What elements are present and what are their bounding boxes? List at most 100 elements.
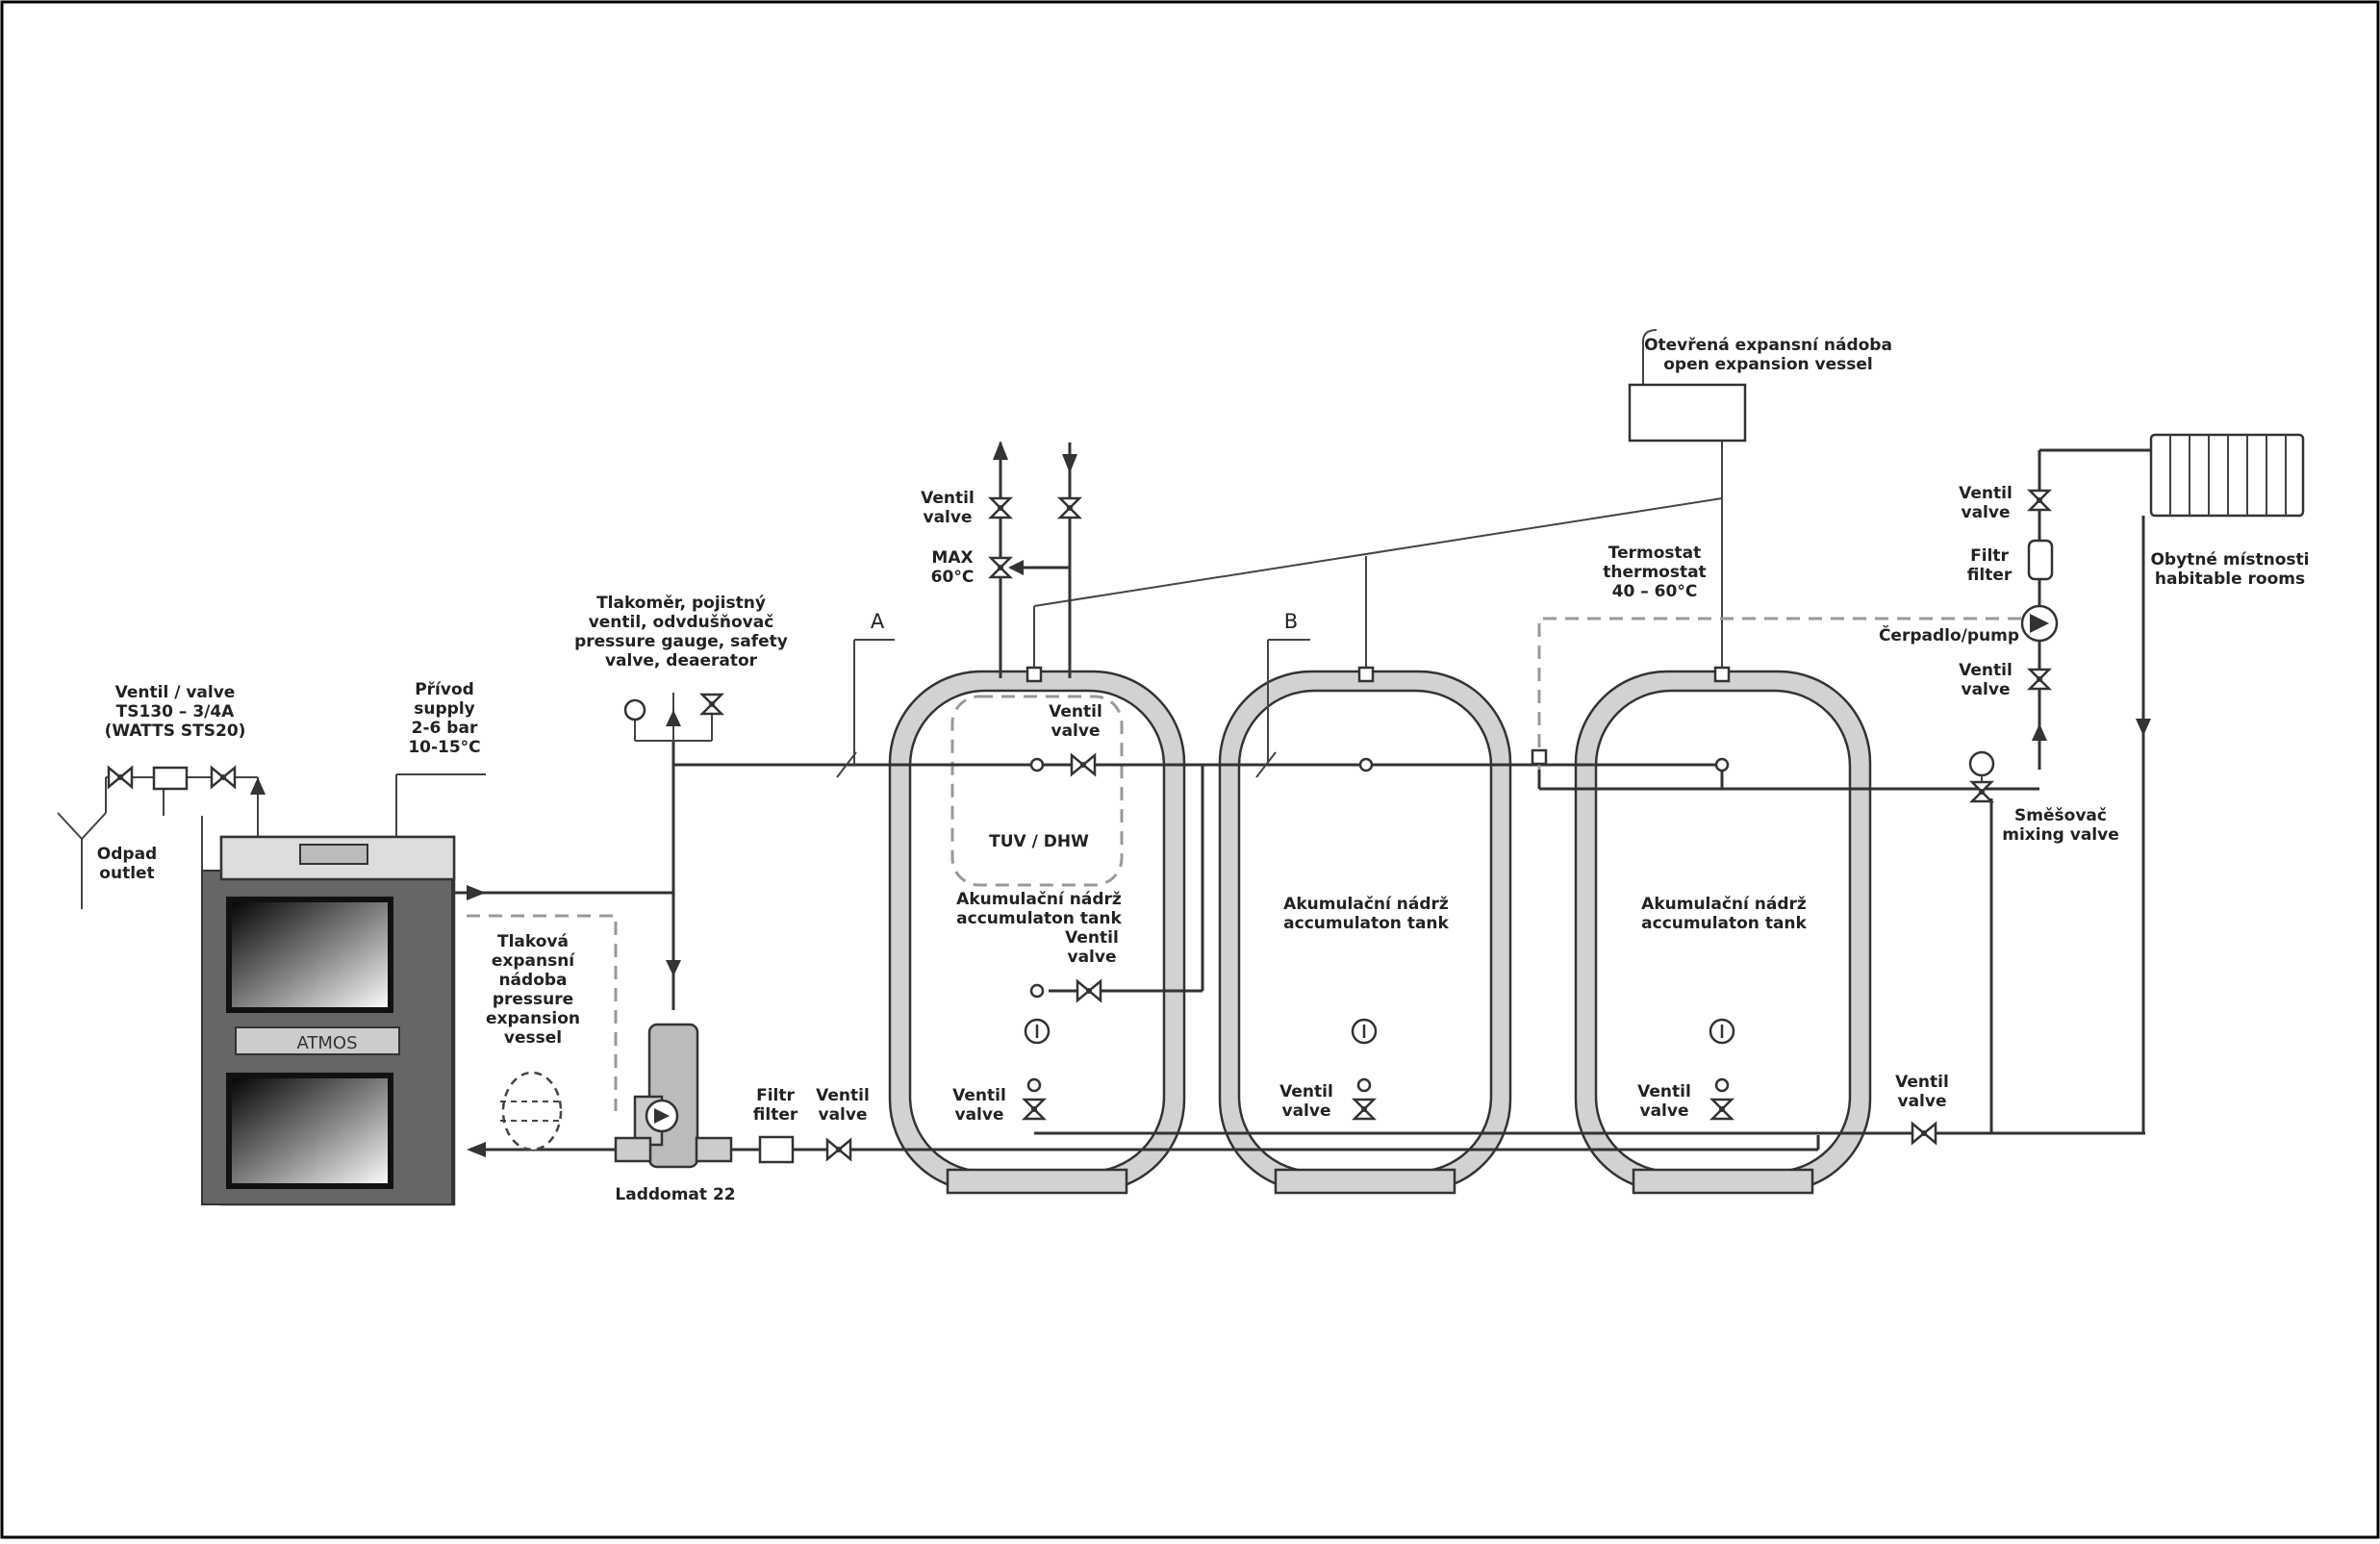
dhw-label: TUV / DHW [989, 832, 1089, 851]
tank2-acc-label-2: accumulaton tank [1283, 914, 1449, 933]
ts130-valve-left [107, 766, 134, 789]
dhw-ventil-label: Ventil [921, 489, 975, 508]
heating-valve-bottom-label: valve [1962, 680, 2011, 699]
ts130-valve-right [210, 766, 237, 789]
pev-label-1: Tlaková [497, 932, 569, 951]
ts-label-2: TS130 – 3/4A [116, 702, 236, 721]
tank1-mid-valve-label: valve [1068, 948, 1117, 967]
ts-label-3: (WATTS STS20) [105, 721, 246, 741]
filtr-return-label: Filtr [756, 1086, 795, 1105]
tank3-ventil-label: Ventil [1637, 1082, 1691, 1101]
heating-valve-top-label: valve [1962, 503, 2011, 522]
heating-valve-bottom [2028, 668, 2051, 691]
ts130-sensor [152, 766, 189, 791]
open-vessel-label-2: open expansion vessel [1663, 355, 1873, 374]
outlet-label-2: outlet [99, 864, 154, 883]
filter-label: filter [1967, 566, 2013, 585]
boiler [201, 835, 456, 1206]
heating-ventil-top-label: Ventil [1959, 484, 2013, 503]
dhw-max-valve [989, 556, 1012, 579]
pressure-label-3: pressure gauge, safety [574, 632, 788, 651]
supply-label-3: 2-6 bar [412, 719, 478, 738]
heating-valve-top [2028, 489, 2051, 512]
pressure-expansion-vessel [500, 1071, 564, 1152]
tank3-valve-label: valve [1640, 1101, 1689, 1121]
letter-b: B [1284, 610, 1298, 633]
tank-2 [1218, 670, 1512, 1195]
thermostat-label-1: Termostat [1608, 544, 1702, 563]
tank2-thermometer [1351, 1018, 1378, 1045]
tank-1 [888, 670, 1186, 1195]
pressure-label-2: ventil, odvdušňovač [589, 613, 774, 632]
supply-label-1: Přívod [415, 680, 474, 699]
laddomat-label: Laddomat 22 [615, 1185, 735, 1204]
pev-label-4: pressure [493, 990, 573, 1009]
tank1-acc-label-2: accumulaton tank [956, 909, 1122, 928]
tank1-acc-label-1: Akumulační nádrž [956, 890, 1122, 909]
tank1-mid-ventil-label: Ventil [1065, 928, 1119, 948]
tank2-ventil-label: Ventil [1279, 1082, 1333, 1101]
tank3-acc-label-1: Akumulační nádrž [1641, 895, 1807, 914]
expansion-vessel-line [467, 914, 618, 1111]
heating-filter [2027, 539, 2054, 581]
flow-arrows [250, 441, 2151, 1157]
supply-label-4: 10-15°C [408, 738, 480, 757]
return-ventil-label: Ventil [1895, 1073, 1949, 1092]
return-filter [758, 1135, 795, 1164]
pressure-gauge [623, 698, 646, 721]
return-filter-valve-label: valve [819, 1105, 868, 1125]
dhw-valve-label: valve [924, 508, 973, 527]
thermostat-label-2: thermostat [1603, 563, 1706, 582]
ts-label-1: Ventil / valve [115, 683, 236, 702]
tank3-acc-label-2: accumulaton tank [1641, 914, 1807, 933]
tank1-ventil-label: Ventil [1049, 702, 1102, 721]
filter-return-label: filter [753, 1105, 798, 1125]
open-vessel-label-1: Otevřená expansní nádoba [1644, 336, 1892, 355]
max-temp-label: 60°C [931, 568, 975, 587]
heating-return-valve [1911, 1122, 1937, 1145]
tank1-bottom-ventil-label: Ventil [952, 1086, 1006, 1105]
pev-label-3: nádoba [498, 971, 567, 990]
supply-label-2: supply [414, 699, 474, 719]
radiator [2149, 433, 2305, 518]
dhw-valve-top [989, 496, 1012, 519]
letter-a: A [871, 610, 885, 633]
laddomat-unit [614, 1023, 733, 1169]
dhw-valve-right [1058, 496, 1081, 519]
thermostat-line [1537, 617, 2030, 770]
tank1-valve-label: valve [1051, 721, 1101, 741]
mixing-valve [1968, 750, 1995, 803]
pev-label-6: vessel [504, 1028, 562, 1048]
labels: Otevřená expansní nádoba open expansion … [97, 336, 2310, 1204]
open-expansion-vessel [1628, 383, 1747, 443]
tank-3 [1574, 670, 1872, 1195]
tank1-thermometer [1024, 1018, 1051, 1045]
pump-label: Čerpadlo/pump [1879, 624, 2019, 645]
tank2-acc-label-1: Akumulační nádrž [1283, 895, 1449, 914]
thermostat-label-3: 40 – 60°C [1612, 582, 1698, 601]
outlet-label-1: Odpad [97, 845, 157, 864]
tank-ports [1025, 666, 1731, 1093]
pressure-label-4: valve, deaerator [605, 651, 758, 671]
tank1-bottom-valve-label: valve [955, 1105, 1004, 1125]
pev-label-2: expansní [492, 951, 575, 971]
pev-label-5: expansion [486, 1009, 580, 1028]
filtr-label: Filtr [1970, 546, 2009, 566]
boiler-brand: ATMOS [296, 1033, 357, 1053]
mix-label-2: mixing valve [2002, 825, 2119, 845]
safety-valve [700, 693, 723, 716]
max-label: MAX [931, 548, 973, 568]
circulation-pump [2020, 604, 2059, 643]
return-valve [825, 1138, 852, 1161]
dhw-coil [950, 695, 1124, 887]
mix-label-1: Směšovač [2014, 806, 2107, 825]
tank2-valve-label: valve [1282, 1101, 1331, 1121]
tank3-thermometer [1709, 1018, 1735, 1045]
rooms-label-2: habitable rooms [2155, 570, 2305, 589]
rooms-label-1: Obytné místnosti [2150, 550, 2309, 570]
heating-ventil-bottom-label: Ventil [1959, 661, 2013, 680]
return-filter-ventil-label: Ventil [816, 1086, 870, 1105]
